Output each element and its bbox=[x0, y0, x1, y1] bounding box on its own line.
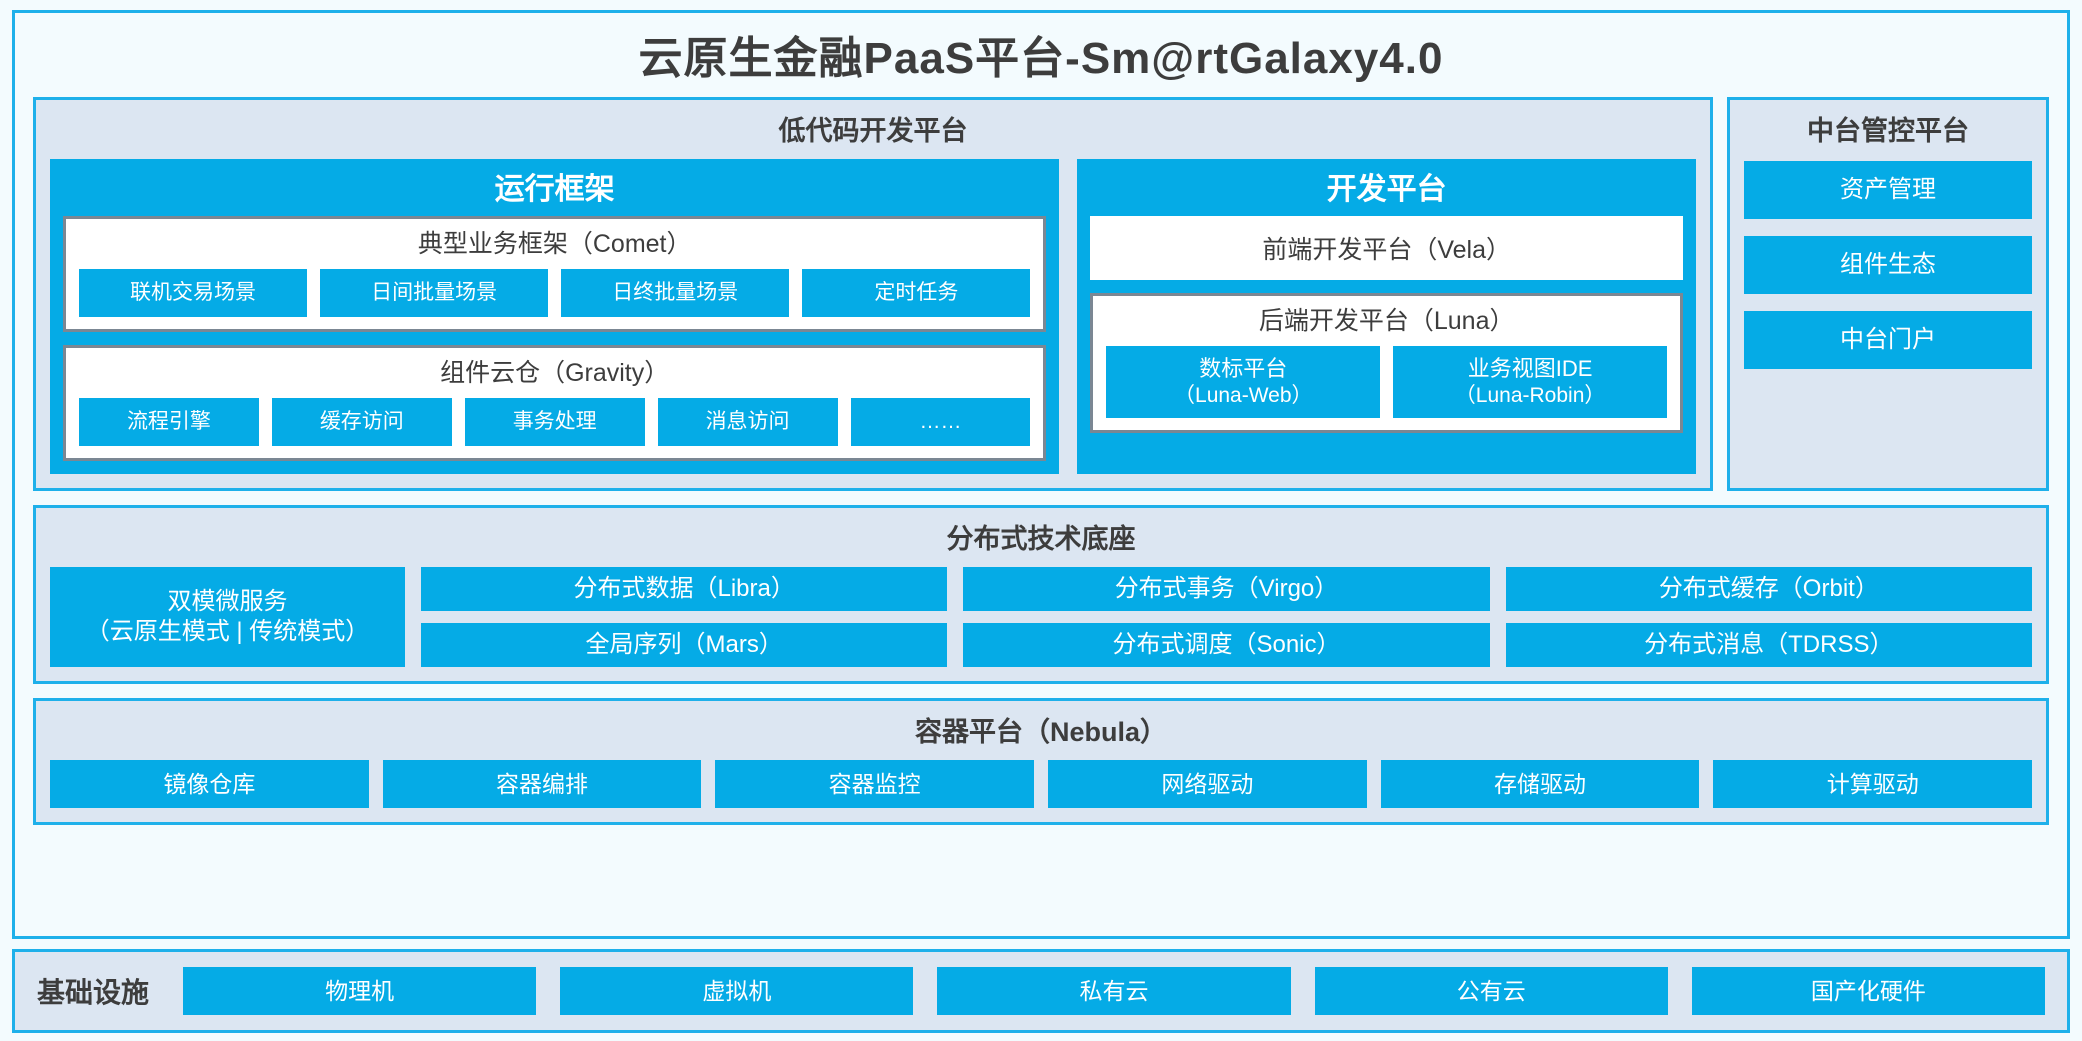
container-tile-4[interactable]: 存储驱动 bbox=[1380, 760, 1700, 809]
container-platform-panel: 容器平台（Nebula） 镜像仓库 容器编排 容器监控 网络驱动 存储驱动 计算… bbox=[33, 697, 2049, 826]
lowcode-body: 运行框架 典型业务框架（Comet） 联机交易场景 日间批量场景 日终批量场景 … bbox=[50, 159, 1696, 474]
gravity-tile-1[interactable]: 缓存访问 bbox=[271, 397, 452, 446]
container-tile-1[interactable]: 容器编排 bbox=[382, 760, 702, 809]
lowcode-platform-title: 低代码开发平台 bbox=[778, 116, 968, 147]
runtime-framework-column: 运行框架 典型业务框架（Comet） 联机交易场景 日间批量场景 日终批量场景 … bbox=[50, 159, 1060, 474]
infrastructure-tile-4[interactable]: 国产化硬件 bbox=[1691, 967, 2046, 1015]
runtime-framework-title: 运行框架 bbox=[494, 173, 615, 207]
comet-tile-row: 联机交易场景 日间批量场景 日终批量场景 定时任务 bbox=[79, 269, 1031, 318]
dev-platform-title: 开发平台 bbox=[1326, 173, 1447, 207]
backend-tile-luna-robin-sub: （Luna-Robin） bbox=[1454, 383, 1606, 407]
gravity-tile-3[interactable]: 消息访问 bbox=[657, 397, 838, 446]
mgmt-tile-2[interactable]: 中台门户 bbox=[1744, 311, 2032, 370]
dual-mode-microservice-tile[interactable]: 双模微服务 （云原生模式 | 传统模式） bbox=[50, 566, 405, 667]
container-tile-3[interactable]: 网络驱动 bbox=[1048, 760, 1367, 809]
container-tile-row: 镜像仓库 容器编排 容器监控 网络驱动 存储驱动 计算驱动 bbox=[50, 760, 2033, 809]
distributed-base-panel: 分布式技术底座 双模微服务 （云原生模式 | 传统模式） 分布式数据（Libra… bbox=[33, 504, 2049, 684]
container-tile-2[interactable]: 容器监控 bbox=[715, 760, 1035, 809]
distributed-tile-mars[interactable]: 全局序列（Mars） bbox=[421, 622, 948, 667]
gravity-tile-row: 流程引擎 缓存访问 事务处理 消息访问 …… bbox=[79, 397, 1031, 446]
comet-tile-0[interactable]: 联机交易场景 bbox=[79, 269, 308, 318]
infrastructure-tile-1[interactable]: 虚拟机 bbox=[560, 967, 914, 1015]
mgmt-platform-panel: 中台管控平台 资产管理 组件生态 中台门户 bbox=[1727, 97, 2049, 491]
container-tile-0[interactable]: 镜像仓库 bbox=[50, 760, 369, 809]
distributed-tile-tdrss[interactable]: 分布式消息（TDRSS） bbox=[1505, 622, 2032, 667]
distributed-tile-grid: 分布式数据（Libra） 分布式事务（Virgo） 分布式缓存（Orbit） 全… bbox=[421, 566, 2032, 667]
gravity-tile-2[interactable]: 事务处理 bbox=[464, 397, 645, 446]
gravity-title: 组件云仓（Gravity） bbox=[440, 359, 670, 388]
mgmt-tile-1[interactable]: 组件生态 bbox=[1744, 236, 2032, 295]
comet-tile-2[interactable]: 日终批量场景 bbox=[561, 269, 790, 318]
dual-mode-microservice-sub: （云原生模式 | 传统模式） bbox=[85, 617, 370, 645]
top-row: 低代码开发平台 运行框架 典型业务框架（Comet） 联机交易场景 日间批量场景 bbox=[33, 97, 2049, 491]
backend-tile-row: 数标平台 （Luna-Web） 业务视图IDE （Luna-Robin） bbox=[1106, 346, 1668, 419]
page-title: 云原生金融PaaS平台-Sm@rtGalaxy4.0 bbox=[638, 34, 1444, 83]
backend-tile-luna-web-name: 数标平台 bbox=[1199, 356, 1288, 382]
distributed-tile-libra[interactable]: 分布式数据（Libra） bbox=[421, 566, 948, 611]
backend-tile-luna-robin-name: 业务视图IDE bbox=[1467, 356, 1593, 382]
comet-tile-1[interactable]: 日间批量场景 bbox=[320, 269, 549, 318]
backend-tile-luna-web[interactable]: 数标平台 （Luna-Web） bbox=[1106, 346, 1381, 419]
backend-platform-title: 后端开发平台（Luna） bbox=[1258, 307, 1515, 336]
dev-platform-column: 开发平台 前端开发平台（Vela） 后端开发平台（Luna） 数标平台 （Lun… bbox=[1077, 159, 1696, 474]
runtime-framework-box: 运行框架 典型业务框架（Comet） 联机交易场景 日间批量场景 日终批量场景 … bbox=[50, 159, 1060, 474]
distributed-tile-orbit[interactable]: 分布式缓存（Orbit） bbox=[1505, 566, 2032, 611]
platform-frame: 云原生金融PaaS平台-Sm@rtGalaxy4.0 低代码开发平台 运行框架 … bbox=[12, 10, 2070, 939]
infrastructure-tile-0[interactable]: 物理机 bbox=[183, 967, 537, 1015]
mgmt-platform-title: 中台管控平台 bbox=[1807, 116, 1969, 147]
mgmt-tile-0[interactable]: 资产管理 bbox=[1744, 161, 2032, 220]
comet-title: 典型业务框架（Comet） bbox=[417, 230, 692, 259]
mgmt-tile-list: 资产管理 组件生态 中台门户 bbox=[1744, 159, 2032, 370]
backend-tile-luna-web-sub: （Luna-Web） bbox=[1174, 383, 1313, 407]
comet-box: 典型业务框架（Comet） 联机交易场景 日间批量场景 日终批量场景 定时任务 bbox=[63, 216, 1047, 333]
container-tile-5[interactable]: 计算驱动 bbox=[1713, 760, 2033, 809]
infrastructure-tile-3[interactable]: 公有云 bbox=[1314, 967, 1668, 1015]
distributed-tile-sonic[interactable]: 分布式调度（Sonic） bbox=[963, 622, 1490, 667]
backend-tile-luna-robin[interactable]: 业务视图IDE （Luna-Robin） bbox=[1393, 346, 1668, 419]
gravity-tile-0[interactable]: 流程引擎 bbox=[79, 397, 259, 446]
lowcode-platform-panel: 低代码开发平台 运行框架 典型业务框架（Comet） 联机交易场景 日间批量场景 bbox=[33, 97, 1713, 491]
gravity-box: 组件云仓（Gravity） 流程引擎 缓存访问 事务处理 消息访问 …… bbox=[63, 345, 1047, 461]
container-platform-title: 容器平台（Nebula） bbox=[914, 716, 1168, 747]
frontend-platform-box[interactable]: 前端开发平台（Vela） bbox=[1090, 216, 1683, 281]
dual-mode-microservice-name: 双模微服务 bbox=[167, 587, 288, 615]
infrastructure-bar: 基础设施 物理机 虚拟机 私有云 公有云 国产化硬件 bbox=[12, 949, 2070, 1033]
comet-tile-3[interactable]: 定时任务 bbox=[802, 269, 1031, 318]
infrastructure-tile-2[interactable]: 私有云 bbox=[937, 967, 1291, 1015]
gravity-tile-4[interactable]: …… bbox=[850, 397, 1031, 446]
distributed-tile-virgo[interactable]: 分布式事务（Virgo） bbox=[963, 566, 1490, 611]
distributed-base-body: 双模微服务 （云原生模式 | 传统模式） 分布式数据（Libra） 分布式事务（… bbox=[50, 566, 2032, 667]
distributed-base-title: 分布式技术底座 bbox=[946, 523, 1136, 554]
dev-platform-box: 开发平台 前端开发平台（Vela） 后端开发平台（Luna） 数标平台 （Lun… bbox=[1077, 159, 1696, 474]
infrastructure-label: 基础设施 bbox=[37, 977, 150, 1008]
backend-platform-box: 后端开发平台（Luna） 数标平台 （Luna-Web） 业务视图IDE （Lu… bbox=[1090, 293, 1683, 434]
infrastructure-tile-row: 物理机 虚拟机 私有云 公有云 国产化硬件 bbox=[183, 967, 2046, 1015]
dual-mode-microservice-wrap: 双模微服务 （云原生模式 | 传统模式） bbox=[50, 566, 405, 667]
